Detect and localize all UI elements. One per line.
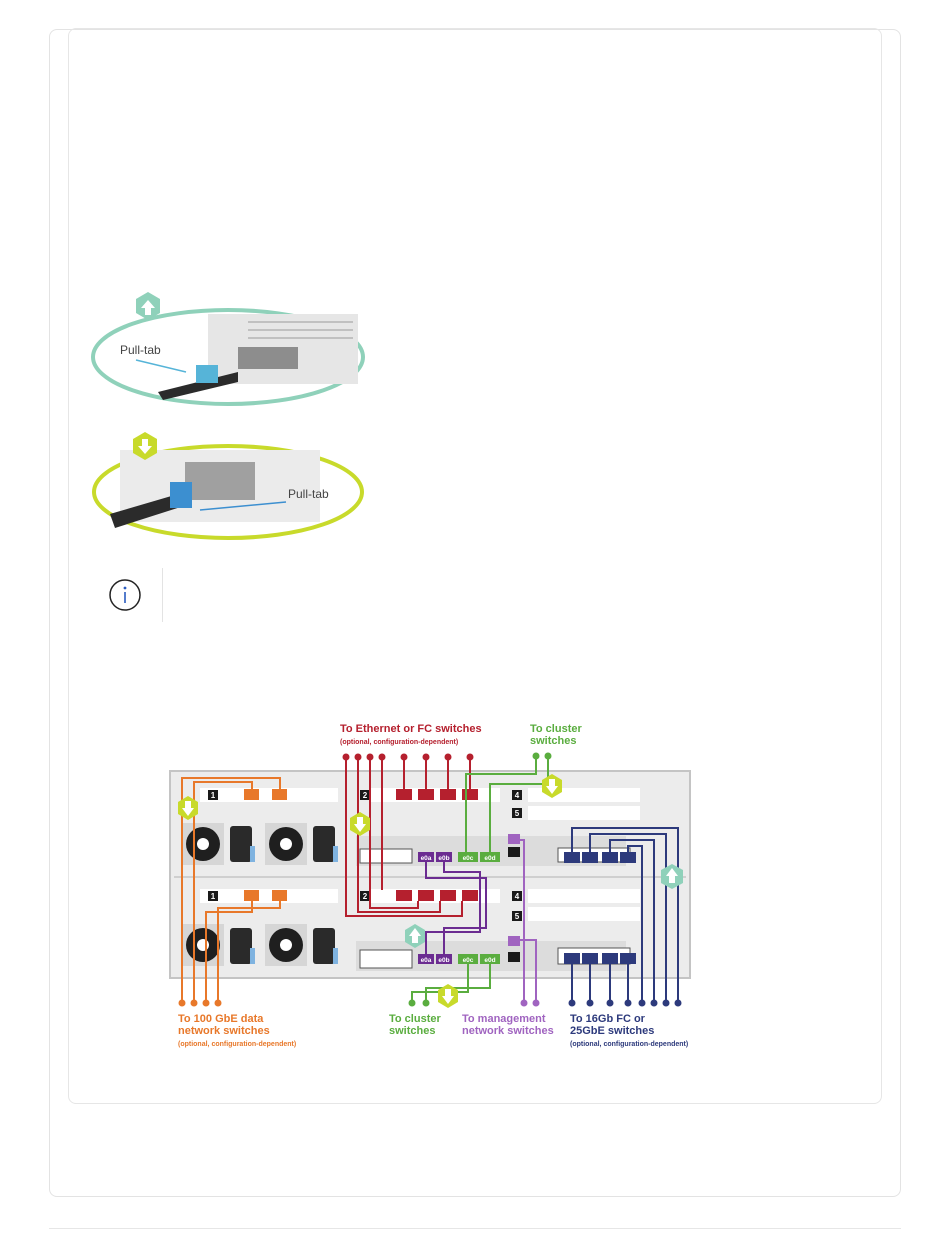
pull-tab-figure-bottom: Pull-tab: [92, 432, 364, 540]
slot-4-badge-top: [512, 790, 522, 800]
power-socket-icon: [230, 826, 335, 964]
slot-5-badge-top: [512, 808, 522, 818]
mgmt-port-top: [508, 834, 520, 844]
slot-2-badge-top: [360, 790, 370, 800]
port-e0c-top: [458, 852, 478, 862]
slot-2-label-top: 2: [363, 791, 368, 800]
cabling-diagram: 1 1 2 2 4 5 4 5: [169, 723, 691, 1048]
slot-1-label-top: 1: [211, 791, 216, 800]
port-e0d-top: [480, 852, 500, 862]
port-e0a-bottom-label: e0a: [421, 957, 432, 964]
slot-1-label-bottom: 1: [211, 892, 216, 901]
pull-tab-label-top: Pull-tab: [120, 343, 161, 357]
slot-4-badge-bottom: [512, 891, 522, 901]
outer-card: [49, 29, 901, 1197]
slot-2-label-bottom: 2: [363, 892, 368, 901]
label-mgmt-2: network switches: [462, 1025, 554, 1037]
label-ethernet-fc-sub: (optional, configuration-dependent): [340, 739, 458, 746]
slot-5-label-top: 5: [515, 809, 520, 818]
mgmt-port-bottom: [508, 936, 520, 946]
slot-4-label-top: 4: [515, 791, 520, 800]
slot-2-badge-bottom: [360, 891, 370, 901]
label-100gbe-2: network switches: [178, 1025, 270, 1037]
label-100gbe-1: To 100 GbE data: [178, 1013, 264, 1025]
port-e0a-bottom: [418, 954, 434, 964]
pull-tab-figure-top: Pull-tab: [91, 292, 365, 406]
label-cluster-bottom-1: To cluster: [389, 1013, 441, 1025]
slot-1-badge-bottom: [208, 891, 218, 901]
label-fc-2: 25GbE switches: [570, 1025, 654, 1037]
port-e0b-bottom: [436, 954, 452, 964]
label-cluster-top-2: switches: [530, 735, 576, 747]
footer-divider: [49, 1228, 901, 1229]
label-fc-sub: (optional, configuration-dependent): [570, 1041, 688, 1048]
note-divider: [162, 568, 163, 622]
slot-4-label-bottom: 4: [515, 892, 520, 901]
pull-tab-label-bottom: Pull-tab: [288, 487, 329, 501]
port-e0b-bottom-label: e0b: [438, 957, 449, 964]
port-e0c-bottom-label: e0c: [463, 957, 474, 964]
label-cluster-bottom-2: switches: [389, 1025, 435, 1037]
port-e0d-top-label: e0d: [484, 855, 495, 862]
down-arrow-icon: [178, 774, 562, 1008]
info-icon: [109, 579, 141, 611]
port-e0c-bottom: [458, 954, 478, 964]
label-fc-1: To 16Gb FC or: [570, 1013, 646, 1025]
label-mgmt-1: To management: [462, 1013, 546, 1025]
content-card: [68, 28, 882, 1104]
port-e0d-bottom-label: e0d: [484, 957, 495, 964]
up-arrow-icon: [405, 864, 683, 948]
label-100gbe-sub: (optional, configuration-dependent): [178, 1041, 296, 1048]
pull-tab-loop-top: [196, 365, 218, 383]
slot-1-badge-top: [208, 790, 218, 800]
pull-tab-loop-bottom: [170, 482, 192, 508]
port-e0c-top-label: e0c: [463, 855, 474, 862]
slot-5-badge-bottom: [512, 911, 522, 921]
port-e0a-top: [418, 852, 434, 862]
label-ethernet-fc: To Ethernet or FC switches: [340, 723, 482, 735]
label-cluster-top-1: To cluster: [530, 723, 582, 735]
slot-5-label-bottom: 5: [515, 912, 520, 921]
port-e0b-top-label: e0b: [438, 855, 449, 862]
port-e0b-top: [436, 852, 452, 862]
port-e0d-bottom: [480, 954, 500, 964]
port-e0a-top-label: e0a: [421, 855, 432, 862]
